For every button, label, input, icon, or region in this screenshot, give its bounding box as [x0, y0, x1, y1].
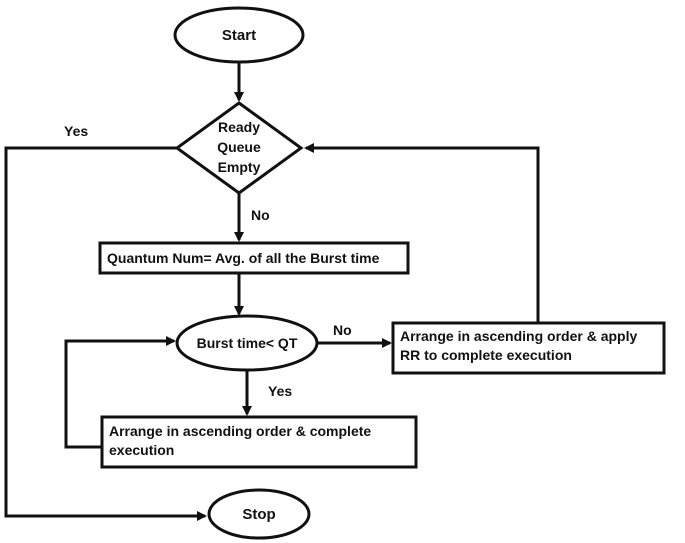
yes-top-label: Yes — [64, 123, 88, 139]
ready-queue-label-line3: Empty — [218, 159, 261, 175]
edge-rr-back-to-ready-queue — [304, 143, 540, 323]
yes-down-label: Yes — [268, 383, 292, 399]
complete-process-box — [100, 415, 418, 469]
start-label: Start — [222, 27, 256, 44]
no-right-label: No — [333, 322, 352, 338]
edge-complete-back-to-burst — [64, 336, 176, 449]
no-down-label: No — [251, 207, 270, 223]
ready-queue-label-line1: Ready — [218, 119, 260, 135]
stop-terminal — [207, 488, 311, 540]
complete-label-line2: execution — [109, 442, 174, 458]
edge-yes-to-stop — [4, 146, 207, 521]
quantum-label: Quantum Num= Avg. of all the Burst time — [107, 250, 380, 266]
rr-process-box — [391, 321, 666, 375]
rr-label-line1: Arrange in ascending order & apply — [400, 328, 637, 344]
complete-label-line1: Arrange in ascending order & complete — [109, 423, 371, 439]
ready-queue-label-line2: Queue — [217, 139, 261, 155]
rr-label-line2: RR to complete execution — [400, 347, 572, 363]
stop-label: Stop — [242, 506, 275, 523]
burst-time-label: Burst time< QT — [197, 335, 298, 351]
quantum-process-box — [98, 241, 410, 275]
